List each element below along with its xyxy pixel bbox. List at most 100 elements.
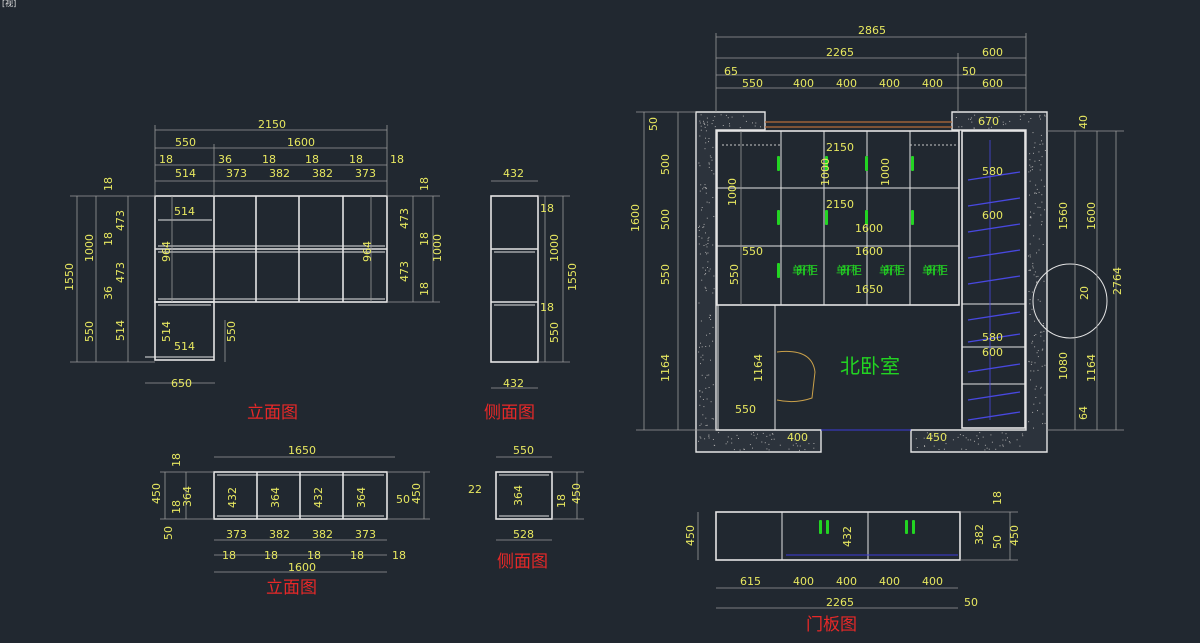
wall-texture-dot <box>1028 421 1030 423</box>
wall-texture-dot <box>1040 386 1042 388</box>
wall-texture-dot <box>1044 150 1046 151</box>
wall-texture-dot <box>779 444 781 446</box>
wall-texture-dot <box>706 117 708 119</box>
dim-label: 600 <box>982 77 1003 90</box>
wall-texture-dot <box>698 162 700 164</box>
wall-texture-dot <box>1019 115 1021 117</box>
wall-texture-dot <box>1028 121 1030 123</box>
wall-texture-dot <box>1044 114 1046 116</box>
wall-texture-dot <box>1040 214 1042 216</box>
wall-texture-dot <box>1030 170 1031 172</box>
wall-texture-dot <box>926 432 928 434</box>
wall-texture-dot <box>704 124 706 125</box>
dim-label: 1000 <box>726 178 739 206</box>
lower-cabinet-frame <box>154 301 215 361</box>
wall-texture-dot <box>1043 325 1045 326</box>
wall-texture-dot <box>995 448 997 450</box>
dim-label: 1000 <box>83 234 96 262</box>
wall-texture-dot <box>1041 365 1043 367</box>
wall-texture-dot <box>699 436 701 438</box>
wall-texture-dot <box>970 118 972 120</box>
dim-label: 18 <box>418 282 431 296</box>
dim-label: 2150 <box>826 198 854 211</box>
dim-label: 580 <box>982 165 1003 178</box>
wall-texture-dot <box>1040 134 1042 136</box>
wall-texture-dot <box>1032 262 1034 264</box>
dim-label: 1000 <box>431 234 444 262</box>
dim-label: 514 <box>114 320 127 341</box>
wall-texture-dot <box>961 126 963 128</box>
wall-texture-dot <box>1029 314 1031 315</box>
wall-texture-dot <box>704 148 706 150</box>
wall-texture-dot <box>698 243 700 245</box>
dim-label: 373 <box>355 167 376 180</box>
wall-texture-dot <box>742 115 744 117</box>
wall-texture-dot <box>705 192 707 194</box>
dim-label: 473 <box>398 261 411 282</box>
wall-texture-dot <box>698 440 699 442</box>
wall-texture-dot <box>706 374 708 376</box>
wall-texture-dot <box>1002 444 1004 446</box>
wall-texture-dot <box>931 435 933 437</box>
dim-label: 450 <box>926 431 947 444</box>
wall-texture-dot <box>1031 308 1033 310</box>
wall-texture-dot <box>703 122 705 124</box>
wall-texture-dot <box>712 439 714 440</box>
wall-texture-dot <box>1041 221 1043 223</box>
wall-texture-dot <box>991 441 993 443</box>
wall-texture-dot <box>725 443 727 445</box>
dim-label: 36 <box>102 286 115 300</box>
wall-texture-dot <box>712 384 714 386</box>
dim-label: 2265 <box>826 46 854 59</box>
wall-texture-dot <box>706 253 707 255</box>
wall-texture-dot <box>1040 164 1042 166</box>
wall-texture-dot <box>1032 132 1034 134</box>
wall-texture-dot <box>1030 217 1032 219</box>
wall-texture-dot <box>699 404 701 406</box>
wall-texture-dot <box>1034 320 1035 322</box>
wall-texture-dot <box>1030 370 1032 372</box>
wall-texture-dot <box>712 340 714 342</box>
wall-texture-dot <box>698 227 700 228</box>
wall-texture-dot <box>928 437 930 439</box>
wall-texture-dot <box>1041 349 1043 351</box>
dim-label: 473 <box>114 262 127 283</box>
wall-texture-dot <box>771 438 773 440</box>
wall-texture-dot <box>984 121 985 123</box>
wall-texture-dot <box>705 269 706 271</box>
wall-texture-dot <box>727 441 729 443</box>
dim-label: 514 <box>160 321 173 342</box>
wall-texture-dot <box>706 424 708 426</box>
wall-texture-dot <box>984 444 986 446</box>
wall-texture-dot <box>699 346 700 348</box>
wall-texture-dot <box>952 439 954 441</box>
wall-texture-dot <box>706 201 708 203</box>
wall-texture-dot <box>1029 224 1031 226</box>
wall-texture-dot <box>1031 291 1033 293</box>
wall-texture-dot <box>1038 191 1040 193</box>
wall-texture-dot <box>1042 423 1044 425</box>
wall-texture-dot <box>707 243 709 244</box>
wall-texture-dot <box>705 273 707 274</box>
wall-texture-dot <box>708 166 710 168</box>
dim-label: 373 <box>355 528 376 541</box>
wall-texture-dot <box>703 223 705 225</box>
wall-texture-dot <box>708 163 710 165</box>
wall-texture-dot <box>702 354 704 356</box>
dim-label: 50 <box>991 535 1004 549</box>
dim-label: 514 <box>174 205 195 218</box>
wall-texture-dot <box>705 346 707 347</box>
wall-texture-dot <box>712 326 714 328</box>
wall-texture-dot <box>977 443 979 445</box>
wall-texture-dot <box>762 432 764 434</box>
wall-texture-dot <box>769 434 771 436</box>
dim-label: 382 <box>312 167 333 180</box>
wall-texture-dot <box>988 124 990 126</box>
wall-texture-dot <box>708 387 710 388</box>
dim-label: 40 <box>1077 115 1090 129</box>
wall-texture-dot <box>1040 331 1041 333</box>
wall-texture-dot <box>705 417 707 419</box>
wall-texture-dot <box>1032 340 1034 342</box>
wall-texture-dot <box>982 436 984 438</box>
wall-texture-dot <box>973 127 975 129</box>
